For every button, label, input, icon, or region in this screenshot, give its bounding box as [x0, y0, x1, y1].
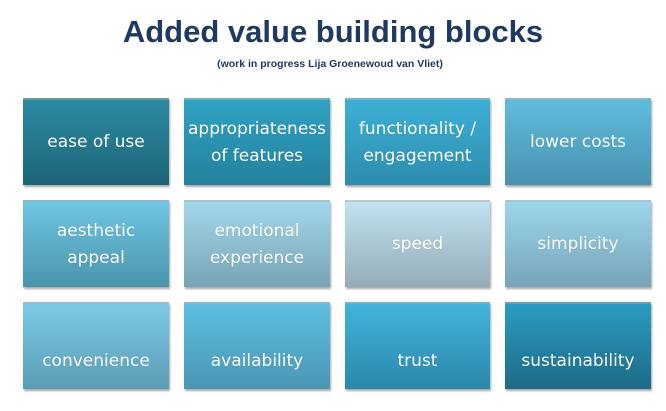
block-sustainability: sustainability	[505, 302, 651, 389]
diagram-title: Added value building blocks	[122, 14, 544, 49]
block-aesthetic-appeal: aesthetic appeal	[23, 200, 169, 287]
block-ease-of-use: ease of use	[23, 98, 169, 185]
block-simplicity: simplicity	[505, 200, 651, 287]
block-functionality-engagement: functionality / engagement	[345, 98, 490, 185]
block-speed: speed	[345, 200, 490, 287]
block-emotional-experience: emotional experience	[184, 200, 330, 287]
diagram-subtitle: (work in progress Lija Groenewoud van Vl…	[217, 58, 443, 70]
block-availability: availability	[184, 302, 330, 389]
block-lower-costs: lower costs	[505, 98, 651, 185]
block-convenience: convenience	[23, 302, 169, 389]
block-trust: trust	[345, 302, 490, 389]
block-appropriateness-of-features: appropriateness of features	[184, 98, 330, 185]
